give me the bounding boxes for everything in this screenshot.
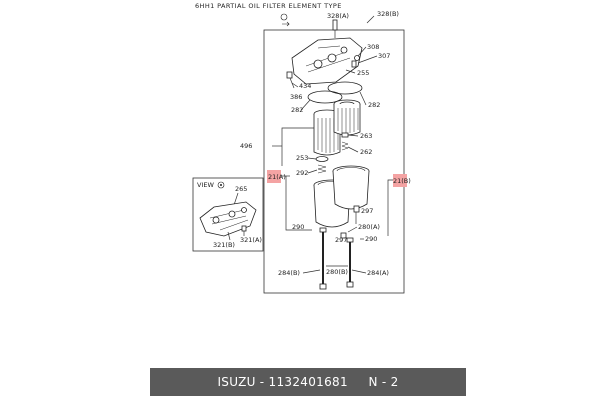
center-bolt-284a — [346, 237, 354, 288]
drain-plug-297-left — [340, 232, 347, 239]
label-262: 262 — [360, 148, 372, 156]
highlight-21b — [393, 174, 407, 187]
label-282-right: 282 — [368, 101, 380, 109]
label-328a: 328(A) — [327, 12, 349, 20]
bolt-434 — [286, 71, 295, 89]
bolt-328b — [366, 15, 375, 24]
label-386: 386 — [290, 93, 302, 101]
spring-292 — [317, 164, 327, 174]
label-328b: 328(B) — [377, 10, 399, 18]
spring-263 — [341, 132, 349, 138]
view-bolt-321a — [241, 225, 247, 236]
label-21a: 21(A) — [268, 173, 286, 181]
label-290-left: 290 — [292, 223, 304, 231]
label-308: 308 — [367, 43, 379, 51]
filter-case-right — [332, 165, 370, 210]
label-496: 496 — [240, 142, 252, 150]
label-255: 255 — [357, 69, 369, 77]
label-321a: 321(A) — [240, 236, 262, 244]
washer-253 — [315, 156, 329, 162]
label-434: 434 — [299, 82, 311, 90]
footer-brand: ISUZU — [217, 375, 256, 389]
label-282-left: 282 — [291, 106, 303, 114]
label-253: 253 — [296, 154, 308, 162]
drain-plug-297-right — [353, 205, 360, 224]
filter-element-right — [333, 99, 361, 136]
rotation-arrow-icon — [280, 13, 290, 27]
label-280b: 280(B) — [326, 268, 348, 276]
o-ring-282-right — [327, 81, 363, 95]
footer-part-number: 1132401681 — [268, 375, 348, 389]
diagram-title: 6HH1 PARTIAL OIL FILTER ELEMENT TYPE — [195, 2, 342, 10]
view-bolt-321b — [227, 231, 231, 241]
o-ring-282-left — [307, 90, 343, 104]
view-frame — [192, 177, 264, 252]
footer-separator: - — [255, 375, 269, 389]
view-label: VIEW — [197, 181, 214, 189]
label-284b: 284(B) — [278, 269, 300, 277]
filter-element-left — [313, 109, 341, 156]
bolt-328a — [332, 19, 338, 38]
filter-head-housing — [291, 37, 363, 85]
view-direction-icon — [217, 181, 225, 189]
center-bolt-284b — [319, 227, 327, 290]
footer-bar: ISUZU - 1132401681 N - 2 — [150, 368, 466, 396]
label-280a: 280(A) — [358, 223, 380, 231]
label-321b: 321(B) — [213, 241, 235, 249]
label-284a: 284(A) — [367, 269, 389, 277]
label-297-left: 297 — [335, 236, 347, 244]
label-263: 263 — [360, 132, 372, 140]
label-292: 292 — [296, 169, 308, 177]
spring-262 — [341, 141, 349, 151]
view-housing-drawing — [199, 201, 257, 237]
footer-page: N - 2 — [368, 375, 399, 389]
label-290-right: 290 — [365, 235, 377, 243]
plug-308-307 — [351, 55, 360, 68]
label-307: 307 — [378, 52, 390, 60]
label-297-right: 297 — [361, 207, 373, 215]
label-21b: 21(B) — [393, 177, 411, 185]
highlight-21a — [267, 170, 281, 183]
label-265: 265 — [235, 185, 247, 193]
